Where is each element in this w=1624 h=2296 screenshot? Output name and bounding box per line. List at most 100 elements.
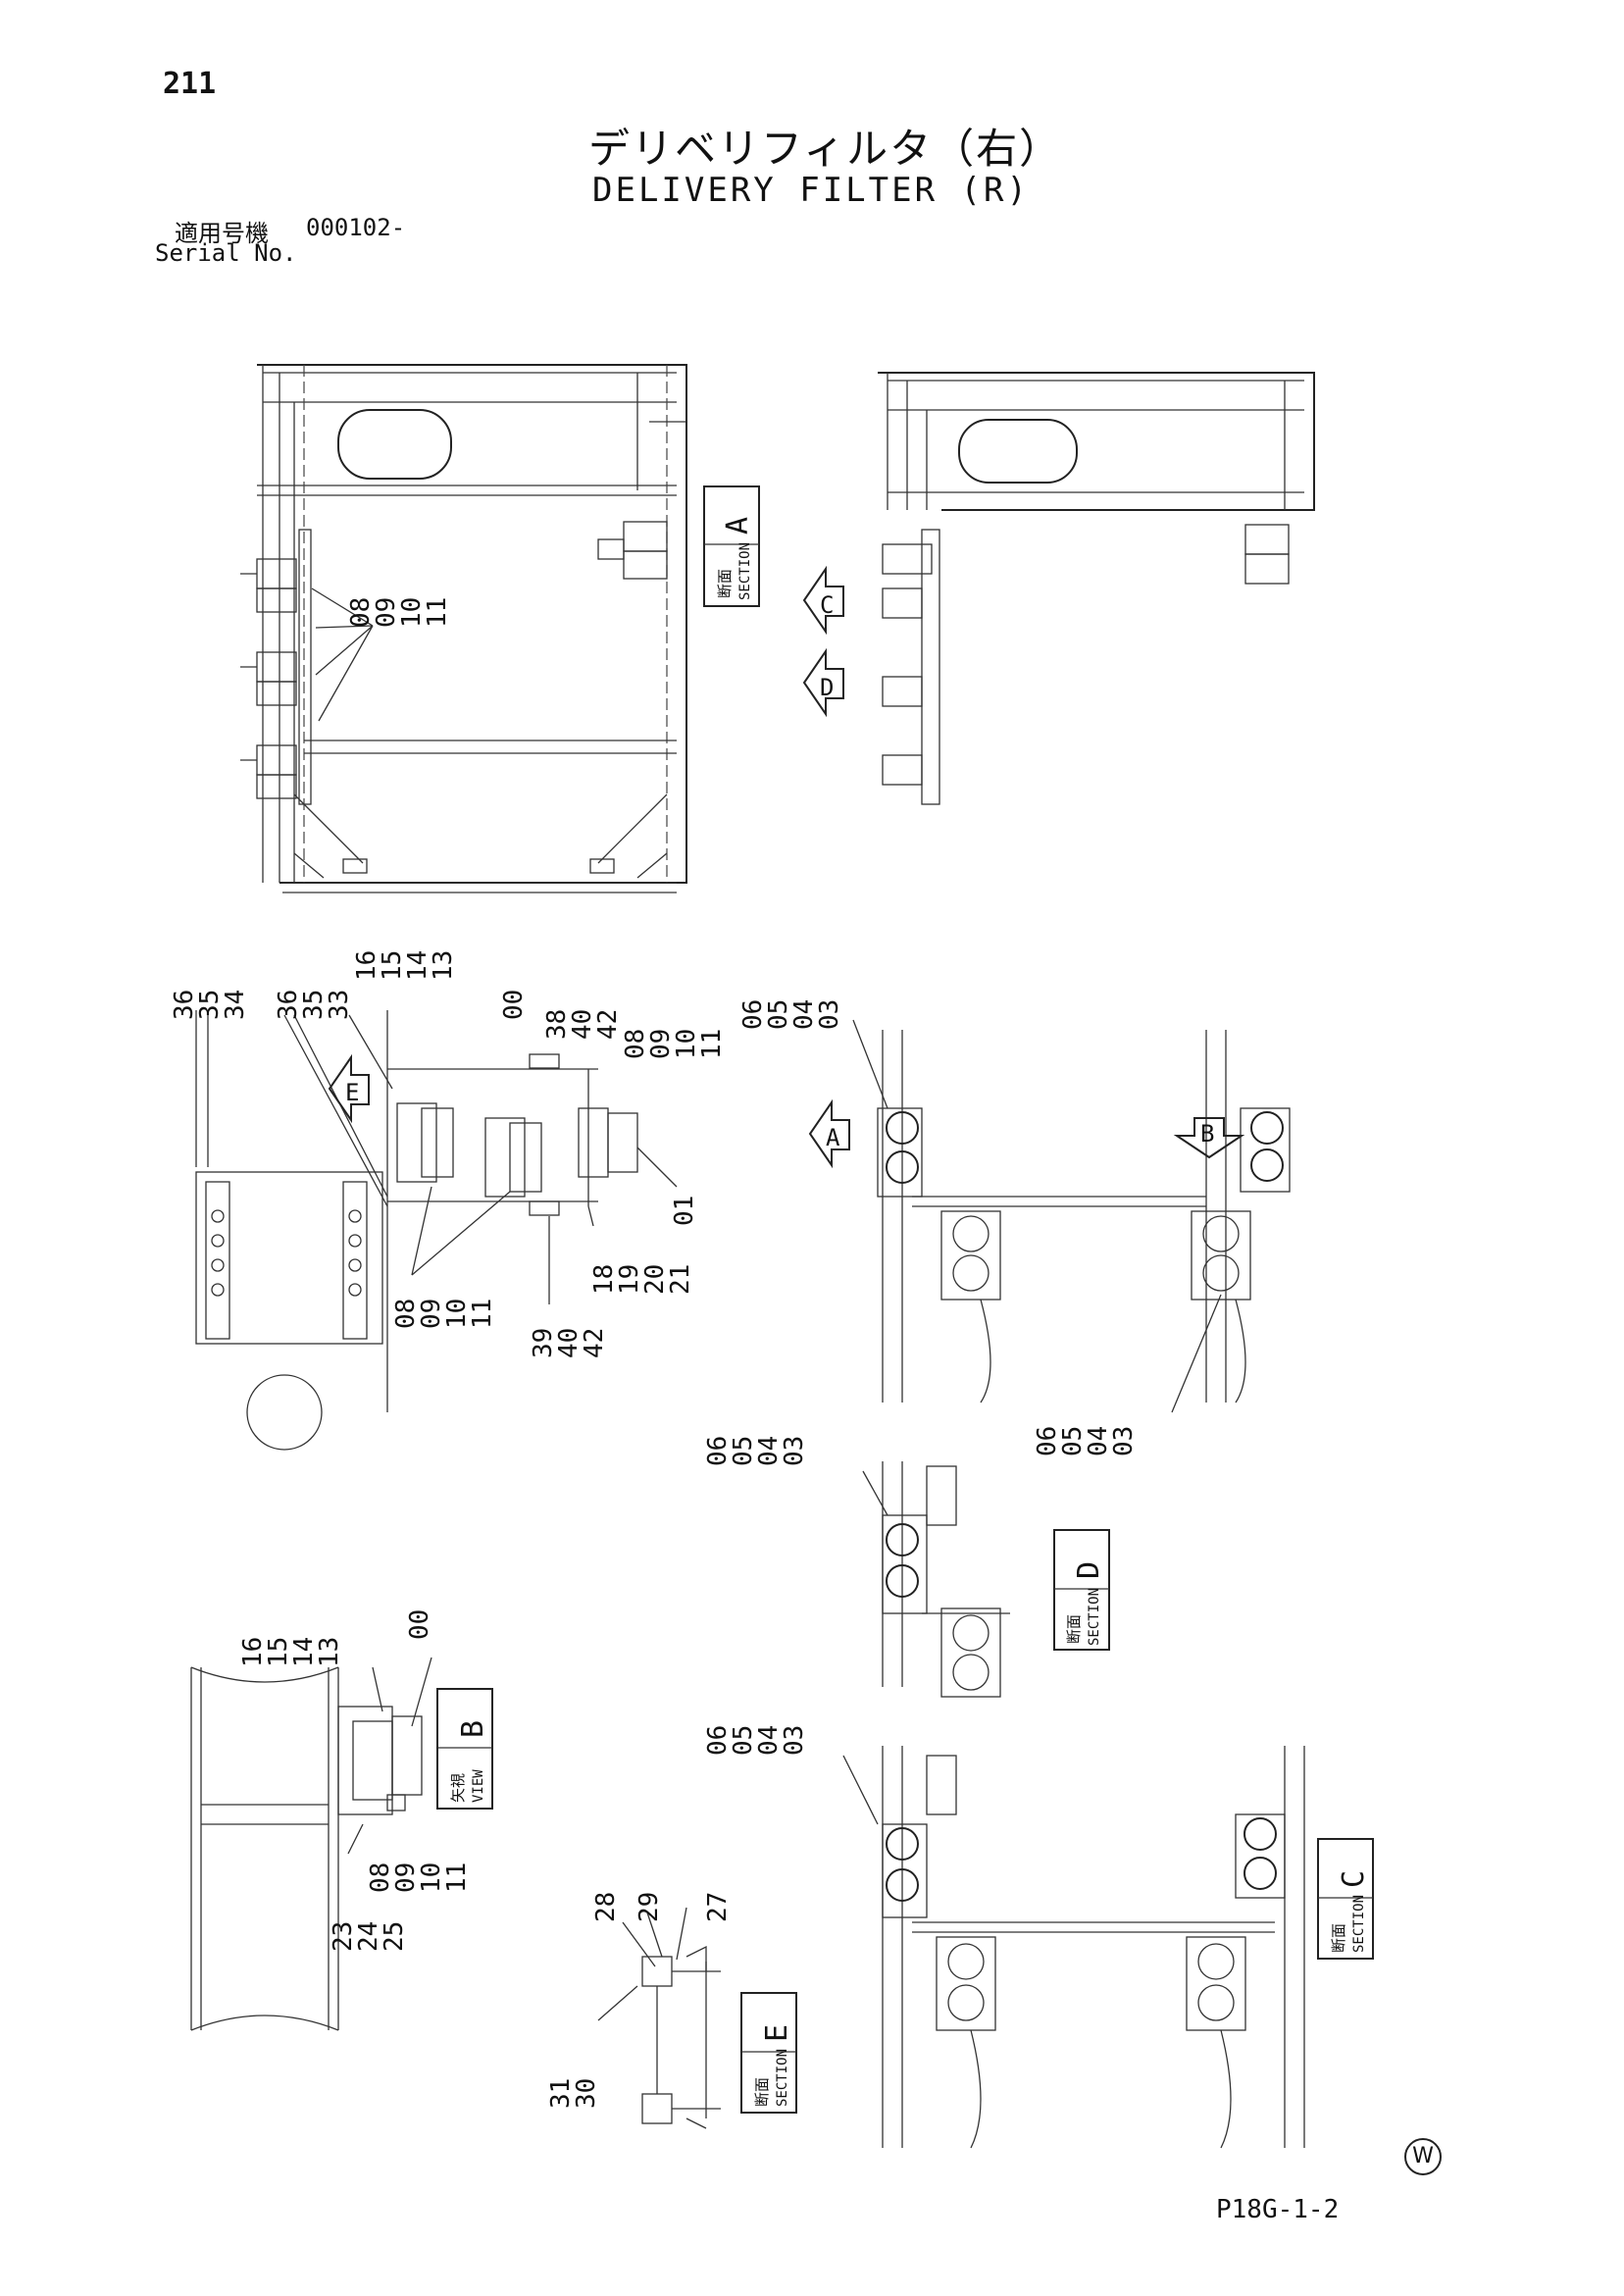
callout-label: 25 [380, 1921, 409, 1952]
section-c-box: 断面 SECTION C [1317, 1838, 1374, 1960]
callout-label: 08 [366, 1862, 395, 1893]
callout-label: 10 [672, 1029, 701, 1059]
callout-label: 06 [703, 1436, 733, 1466]
callout-label: 14 [289, 1637, 319, 1667]
callout-label: 09 [391, 1862, 421, 1893]
frame-view-right [878, 372, 1315, 805]
callout-label: 24 [354, 1921, 383, 1952]
callout-label: 04 [754, 1436, 784, 1466]
callout-label: 27 [703, 1892, 733, 1922]
callout-group-g1: 08 09 10 11 [346, 597, 452, 628]
callout-label: 35 [299, 990, 329, 1020]
section-a-letter: A [721, 517, 755, 535]
section-d-label-en: SECTION [1087, 1588, 1102, 1646]
callout-label: 18 [589, 1264, 619, 1295]
view-arrow-e: E [328, 1053, 370, 1124]
callout-group-g7: 06 05 04 03 [703, 1436, 809, 1466]
callout-label: 13 [429, 950, 458, 981]
view-arrow-b: B [1173, 1117, 1245, 1159]
callout-label: 00 [405, 1609, 434, 1640]
section-c-label-en: SECTION [1351, 1895, 1367, 1953]
callout-label: 08 [346, 597, 376, 628]
callout-label: 10 [417, 1862, 446, 1893]
callout-group-g2: 36 35 34 36 35 33 16 15 14 13 00 38 40 4… [170, 950, 727, 1059]
callout-group-g3: 06 05 04 03 [738, 999, 844, 1030]
callout-label: 34 [221, 990, 250, 1020]
section-b-box: 矢視 VIEW B [436, 1688, 493, 1810]
callout-label: 19 [615, 1264, 644, 1295]
callout-label: 06 [703, 1725, 733, 1756]
callout-label: 28 [591, 1892, 621, 1922]
w-mark-icon: W [1404, 2138, 1442, 2175]
callout-label: 09 [417, 1299, 446, 1329]
callout-label: 11 [442, 1862, 472, 1893]
callout-label: 03 [1109, 1426, 1139, 1456]
callout-label: 03 [815, 999, 844, 1030]
callout-label: 10 [397, 597, 427, 628]
callout-label: 42 [593, 1009, 623, 1040]
callout-label: 11 [697, 1029, 727, 1059]
view-b-letter: B [456, 1720, 490, 1738]
arrow-d-letter: D [820, 674, 834, 701]
section-a-label-jp: 断面 [716, 569, 734, 598]
callout-label: 11 [423, 597, 452, 628]
section-d-box: 断面 SECTION D [1053, 1529, 1110, 1651]
serial-value: 000102- [306, 214, 406, 241]
callout-label: 09 [372, 597, 401, 628]
title-japanese: デリベリフィルタ（右） [588, 125, 1063, 173]
callout-label: 04 [754, 1725, 784, 1756]
drawing-code: P18G-1-2 [1216, 2195, 1340, 2224]
callout-group-g9: 08 09 10 11 23 24 25 [329, 1862, 472, 1952]
callout-label: 16 [352, 950, 381, 981]
section-d-view [862, 1461, 1010, 1698]
section-e-view [597, 1907, 721, 2129]
callout-label: 03 [780, 1436, 809, 1466]
view-b-label-jp: 矢視 [449, 1773, 467, 1803]
callout-label: 13 [315, 1637, 344, 1667]
page-number: 211 [163, 67, 217, 101]
callout-label: 40 [568, 1009, 597, 1040]
section-a-box: 断面 SECTION A [703, 485, 760, 607]
view-b-detail [190, 1657, 432, 2031]
callout-label: 14 [403, 950, 432, 981]
section-d-letter: D [1072, 1561, 1106, 1579]
callout-label: 00 [499, 990, 529, 1020]
callout-group-g10: 06 05 04 03 [703, 1725, 809, 1756]
callout-group-g8: 16 15 14 13 00 [238, 1609, 434, 1667]
section-e-letter: E [760, 2024, 794, 2042]
callout-label: 03 [780, 1725, 809, 1756]
view-b-label-en: VIEW [471, 1769, 486, 1803]
callout-label: 36 [170, 990, 199, 1020]
serial-label-japanese: 適用号機 [175, 220, 269, 247]
callout-label: 29 [634, 1892, 664, 1922]
callout-label: 39 [529, 1328, 558, 1358]
callout-label: 23 [329, 1921, 358, 1952]
arrow-e-letter: E [345, 1079, 359, 1106]
view-arrow-d: D [802, 647, 844, 718]
callout-label: 05 [729, 1436, 758, 1466]
callout-label: 35 [195, 990, 225, 1020]
callout-label: 11 [468, 1299, 497, 1329]
detail-view-middle-right [852, 1019, 1291, 1413]
callout-label: 05 [1058, 1426, 1088, 1456]
callout-label: 06 [1033, 1426, 1062, 1456]
callout-label: 15 [378, 950, 407, 981]
callout-label: 38 [542, 1009, 572, 1040]
arrow-b-letter: B [1200, 1120, 1214, 1148]
serial-label-english: Serial No. [155, 239, 297, 267]
callout-label: 05 [764, 999, 793, 1030]
callout-label: 40 [554, 1328, 584, 1358]
callout-label: 01 [670, 1196, 699, 1226]
callout-label: 04 [1084, 1426, 1113, 1456]
callout-group-g5: 08 09 10 11 39 40 42 18 19 20 21 [391, 1186, 695, 1358]
callout-label: 08 [621, 1029, 650, 1059]
section-c-view [842, 1746, 1305, 2149]
callout-label: 06 [738, 999, 768, 1030]
detail-view-middle-left [195, 1010, 638, 1451]
callout-group-g4: 01 [636, 1147, 699, 1226]
callout-label: 10 [442, 1299, 472, 1329]
callout-label: 33 [325, 990, 354, 1020]
callout-label: 31 [546, 2078, 576, 2109]
callout-label: 42 [580, 1328, 609, 1358]
